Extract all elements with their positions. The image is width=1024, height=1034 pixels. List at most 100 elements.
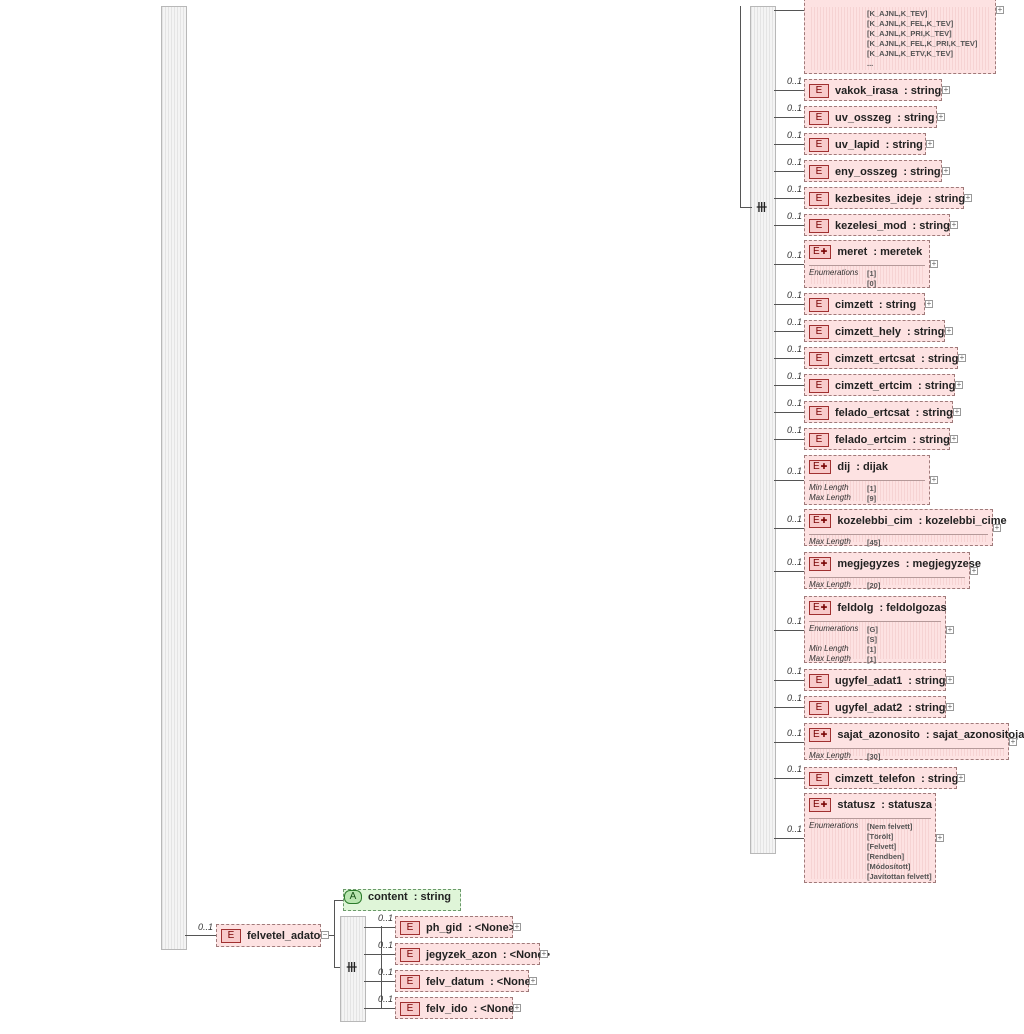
expand-plus-icon[interactable]: + — [993, 523, 1001, 532]
element-badge: E — [809, 111, 829, 125]
element-badge: E — [809, 460, 832, 474]
expand-plus-icon[interactable]: + — [970, 566, 978, 575]
facet-value: [S] — [867, 635, 877, 644]
facet-value: [K_AJNL,K_ETV,K_TEV] — [867, 49, 953, 58]
expand-plus-icon[interactable]: + — [996, 5, 1004, 14]
element-name: ugyfel_adat2 — [835, 702, 903, 714]
facet-value: [9] — [867, 494, 877, 503]
connector-line — [334, 900, 335, 968]
facet-value: [K_AJNL,K_PRI,K_TEV] — [867, 29, 952, 38]
element-badge: E — [809, 772, 829, 786]
expand-plus-icon[interactable]: + — [950, 220, 958, 229]
top-truncated-element: [K_AJNL,K_TEV] [K_AJNL,K_FEL,K_TEV] [K_A… — [804, 0, 996, 74]
expand-plus-icon[interactable]: − — [321, 930, 329, 939]
element-type: : statusza — [881, 799, 933, 811]
element-feldolg[interactable]: Efeldolg: feldolgozasEnumerations[G][S]M… — [804, 596, 947, 664]
connector-line — [381, 926, 382, 1008]
expand-plus-icon[interactable]: + — [936, 833, 944, 842]
facet-panel: Max Length[45] — [809, 534, 988, 547]
expand-plus-icon[interactable]: + — [1009, 737, 1017, 746]
element-type: : string — [918, 380, 956, 392]
facet-label: Max Length — [809, 537, 851, 546]
occurrence-label: 0..1 — [787, 290, 803, 300]
expand-plus-icon[interactable]: + — [946, 625, 954, 634]
facet-label: Min Length — [809, 483, 849, 492]
element-type: : <None> — [468, 922, 516, 934]
element-name: feldolg — [837, 602, 874, 614]
expand-plus-icon[interactable]: + — [958, 353, 966, 362]
occurrence-label: 0..1 — [787, 514, 803, 524]
facet-value: [Nem felvett] — [867, 822, 913, 831]
occurrence-label: 0..1 — [787, 211, 803, 221]
expand-plus-icon[interactable]: + — [930, 259, 938, 268]
expand-plus-icon[interactable]: + — [946, 675, 954, 684]
occurrence-label: 0..1 — [787, 425, 803, 435]
expand-plus-icon[interactable]: + — [942, 166, 950, 175]
expand-plus-icon[interactable]: + — [930, 475, 938, 484]
occurrence-label: 0..1 — [787, 317, 803, 327]
element-type: : <None> — [502, 949, 550, 961]
connector-line — [364, 1008, 395, 1009]
facet-panel: Enumerations[G][S]Min Length[1]Max Lengt… — [809, 621, 941, 664]
element-badge: E — [809, 728, 832, 742]
element-name: cimzett_hely — [835, 326, 902, 338]
connector-line — [774, 742, 804, 743]
expand-plus-icon[interactable]: + — [950, 434, 958, 443]
connector-line — [774, 838, 804, 839]
connector-line — [774, 480, 804, 481]
expand-plus-icon[interactable]: + — [937, 112, 945, 121]
connector-line — [329, 935, 335, 936]
expand-plus-icon[interactable]: + — [957, 773, 965, 782]
expand-plus-icon[interactable]: + — [953, 407, 961, 416]
expand-plus-icon[interactable]: + — [513, 922, 521, 931]
element-badge: E — [809, 798, 832, 812]
expand-plus-icon[interactable]: + — [942, 85, 950, 94]
facet-label: Min Length — [809, 644, 849, 653]
occurrence-label: 0..1 — [787, 250, 803, 260]
element-type: : string — [912, 220, 950, 232]
expand-plus-icon[interactable]: + — [955, 380, 963, 389]
element-badge: E — [809, 701, 829, 715]
facet-value: [G] — [867, 625, 878, 634]
expand-plus-icon[interactable]: + — [513, 1003, 521, 1012]
element-type: : dijak — [856, 461, 889, 473]
element-type: : string — [921, 773, 959, 785]
expand-plus-icon[interactable]: + — [540, 949, 548, 958]
connector-line — [774, 778, 804, 779]
element-name: felv_datum — [426, 976, 485, 988]
expand-plus-icon[interactable]: + — [926, 139, 934, 148]
expand-plus-icon[interactable]: + — [946, 702, 954, 711]
expand-plus-icon[interactable]: + — [964, 193, 972, 202]
expand-plus-icon[interactable]: + — [925, 299, 933, 308]
facet-value: [Javítottan felvett] — [867, 872, 932, 881]
expand-plus-icon[interactable]: + — [945, 326, 953, 335]
expand-plus-icon[interactable]: + — [529, 976, 537, 985]
